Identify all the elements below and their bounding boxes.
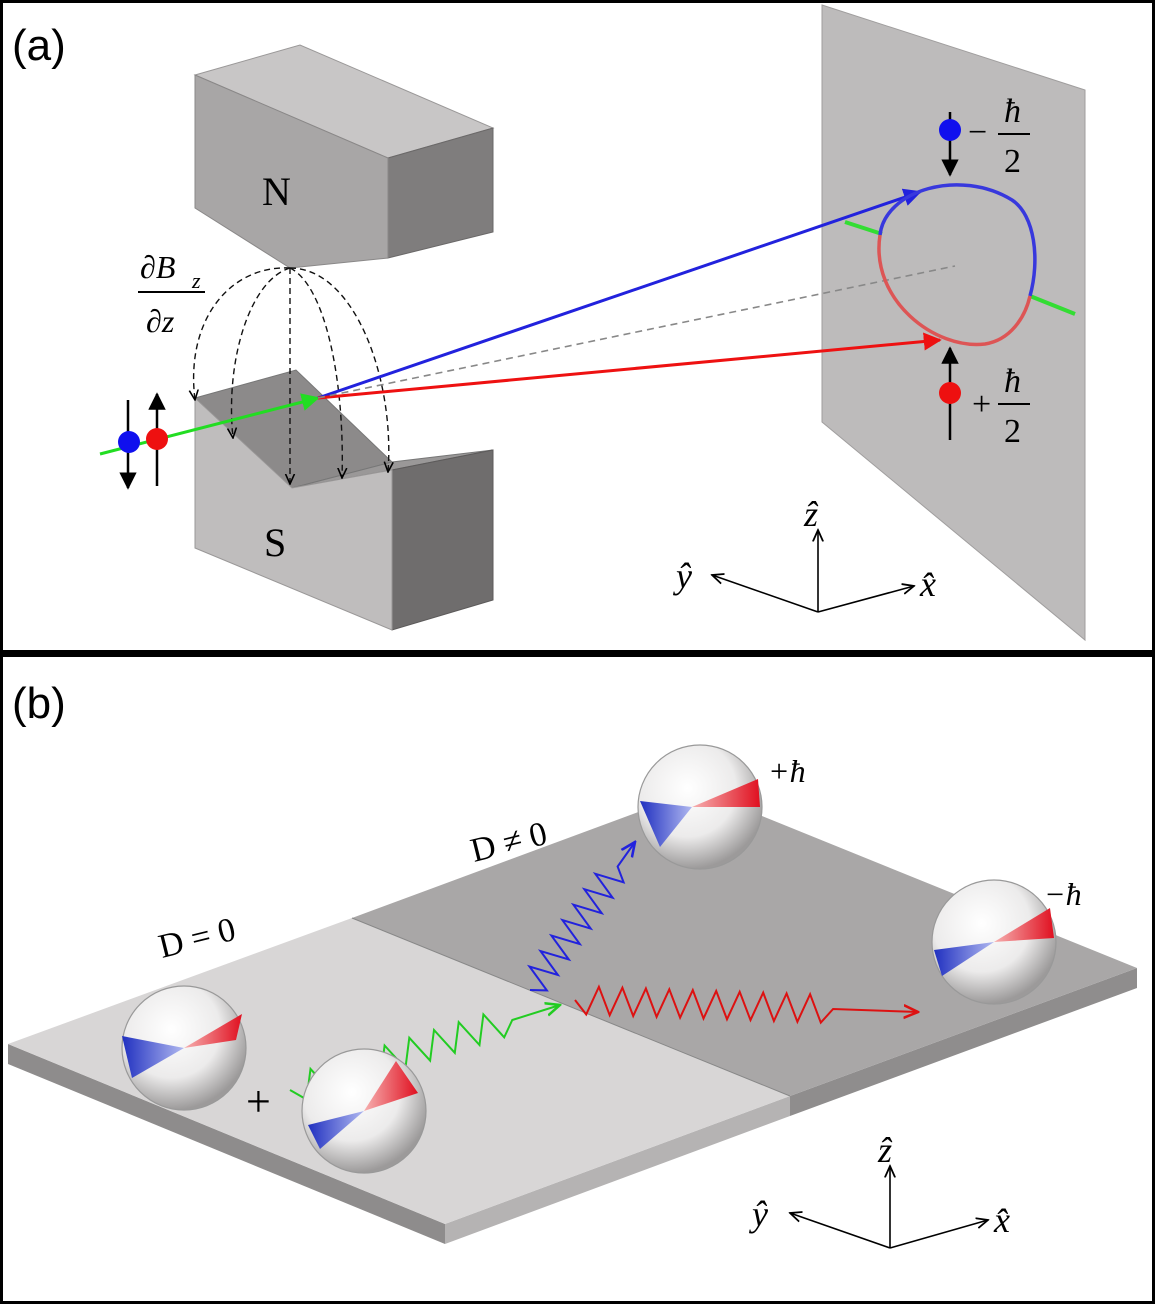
axis-x-line [817,586,914,613]
detection-ring [844,183,1076,347]
region-boundary [351,917,791,1097]
field-line-4 [289,267,342,478]
panel-b-axes: ẑ ŷ x̂ [749,1130,1010,1249]
sphere-minus-red-cone [994,908,1054,942]
axis-x-label: x̂ [919,564,936,604]
north-magnet-label: N [262,169,291,214]
panel-b: (b) D = 0 D ≠ 0 + [3,657,1152,1301]
ring-blue-arc [878,183,1037,297]
panel-b-label: (b) [12,679,66,728]
spin-up-indicator: + ħ 2 [939,346,1030,450]
sphere-minus-blue-cone [934,942,994,976]
minus-sign: − [968,114,987,151]
red-wave [574,984,918,1025]
panel-a-axes: ẑ ŷ x̂ [673,494,936,613]
axis-y-label: ŷ [673,556,692,596]
blue-wave [526,842,636,992]
south-magnet-label: S [264,520,286,565]
sphere-state-2 [301,1048,427,1174]
region-d-nonzero [352,790,1137,1096]
sphere-2-blue-cone [308,1111,364,1149]
spin-up-dot [939,382,961,404]
sphere-1-red-cone [184,1014,242,1048]
sphere-state-1 [121,985,247,1111]
sphere-2-red-cone [364,1061,418,1111]
incoming-particles [118,392,168,490]
ring-green-right [1029,294,1076,316]
north-magnet-front [194,74,389,269]
gradient-subscript: z [191,268,201,293]
sphere-1-blue-cone [122,1036,184,1078]
panel-a: (a) N S ∂B z ∂z [3,3,1152,650]
field-lines [194,267,389,484]
spin-down-dot [939,119,961,141]
gradient-label: ∂B z ∂z [138,249,205,339]
field-line-5 [289,267,389,472]
sphere-plus-hbar [637,744,763,870]
half-denominator-bottom: 2 [1004,413,1021,450]
minus-hbar-label: −ħ [1044,876,1082,912]
plus-sign: + [972,386,991,423]
sphere-plus-red-cone [692,779,760,807]
ring-red-arc [877,234,1032,347]
plus-hbar-label: +ħ [768,753,806,789]
incoming-red-dot [146,428,168,450]
sphere-plus-blue-cone [640,801,692,847]
slab-left-side [8,1044,445,1244]
superposition-plus: + [246,1077,271,1126]
spin-down-beam [317,332,942,400]
axis-b-y-label: ŷ [749,1194,768,1234]
ring-green-left [844,220,883,236]
spin-down-indicator: − ħ 2 [939,93,1030,180]
hbar-top: ħ [1004,93,1021,130]
panel-a-label: (a) [12,21,66,70]
axis-b-x-label: x̂ [993,1200,1010,1240]
axis-z-label: ẑ [803,494,819,534]
slab-front-side [445,1096,790,1244]
undeflected-path [317,265,956,399]
detection-screen [821,4,1086,642]
south-magnet-front [194,396,393,631]
axis-b-z-label: ẑ [877,1130,893,1170]
axis-b-y-line [790,1213,891,1249]
half-denominator-top: 2 [1004,143,1021,180]
axis-b-x-line [889,1220,988,1249]
hbar-bottom: ħ [1004,363,1021,400]
field-line-2 [232,267,291,438]
slab-right-front-side [790,968,1137,1116]
gradient-denominator: ∂z [146,303,175,339]
gradient-numerator: ∂B [140,249,175,285]
incoming-blue-dot [118,431,140,453]
field-line-1 [194,267,291,400]
north-magnet: N [193,44,495,269]
south-magnet-right [391,449,494,631]
axis-y-line [712,575,819,613]
sphere-minus-hbar [931,879,1057,1005]
spin-up-beam [317,188,922,400]
